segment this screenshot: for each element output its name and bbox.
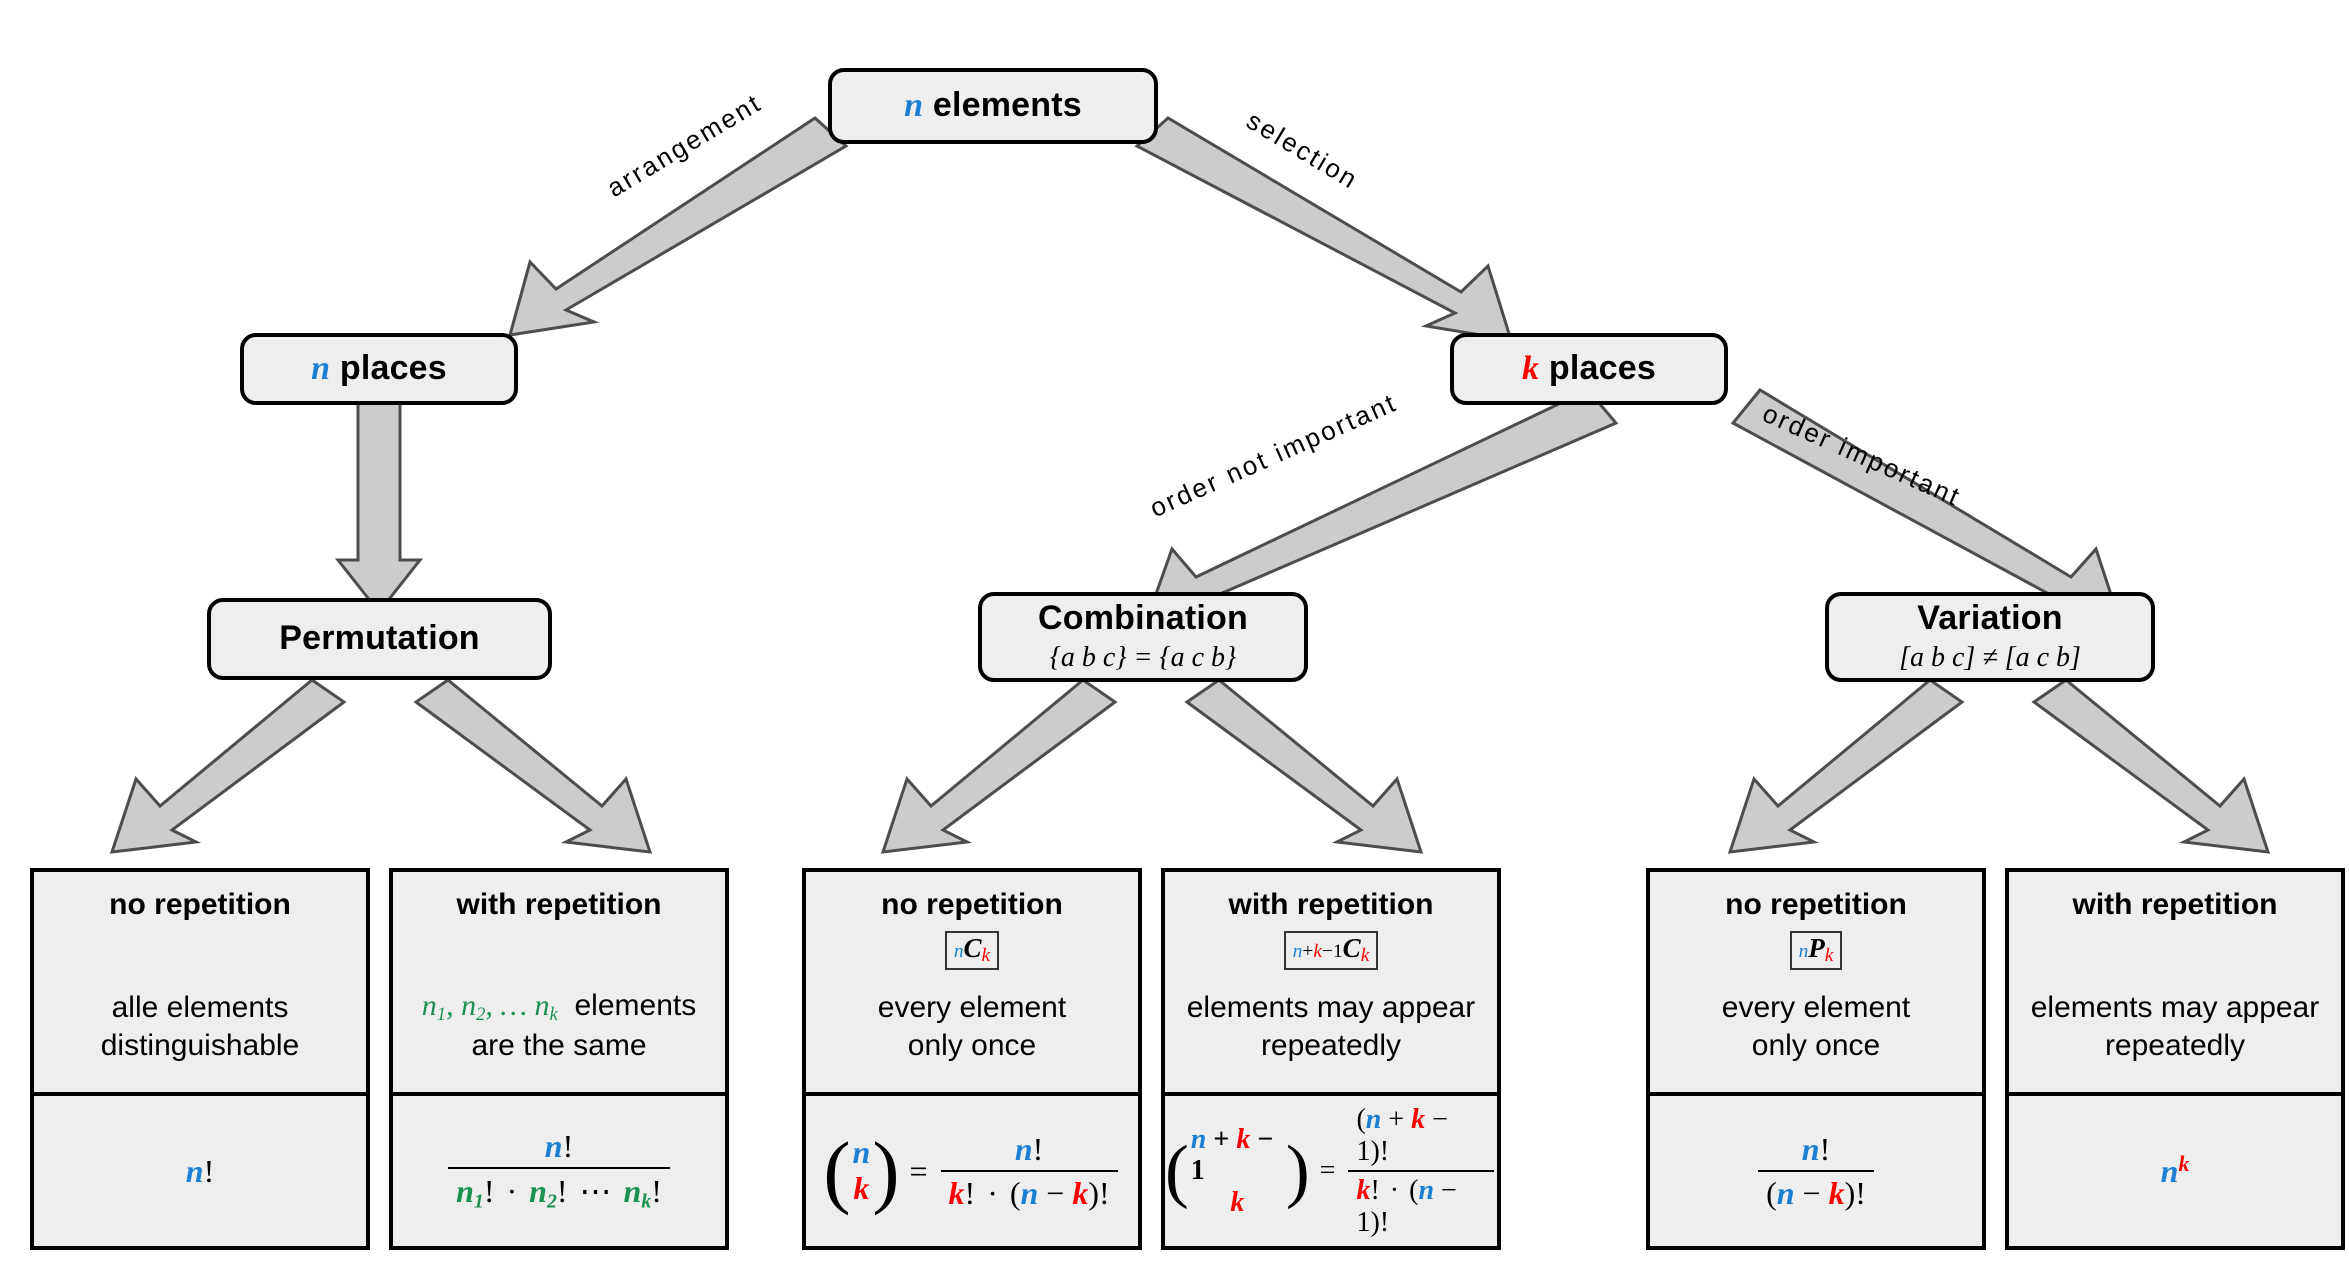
leaf-desc-line1: every element — [877, 991, 1067, 1024]
node-n-places[interactable]: n places — [240, 333, 518, 405]
edge-label-order-not-important: order not important — [1145, 387, 1402, 524]
leaf-formula: n! — [34, 1092, 366, 1246]
leaf-permutation-with-repetition[interactable]: with repetition n1, n2, … nk elements ar… — [389, 868, 729, 1250]
leaf-description: every element only once — [814, 989, 1130, 1064]
leaf-desc-line1: alle elements — [111, 991, 289, 1024]
leaf-description: elements may appear repeatedly — [2017, 989, 2333, 1064]
node-variation-subtitle: [a b c] ≠ [a c b] — [1899, 641, 2081, 673]
leaf-combination-with-repetition[interactable]: with repetition n+k−1Ck elements may app… — [1161, 868, 1501, 1250]
node-combination-title: Combination — [1038, 598, 1248, 637]
node-permutation[interactable]: Permutation — [207, 598, 552, 680]
leaf-upper: no repetition nCk every element only onc… — [806, 872, 1138, 1092]
leaf-desc-line1: elements may appear — [1186, 991, 1476, 1024]
arrow-permutation-left — [109, 678, 347, 854]
leaf-upper: no repetition alle elements distinguisha… — [34, 872, 366, 1092]
leaf-description: n1, n2, … nk elements are the same — [401, 987, 717, 1064]
var-n: n — [311, 350, 331, 388]
leaf-formula: n! (n − k)! — [1650, 1092, 1982, 1246]
leaf-upper: with repetition n+k−1Ck elements may app… — [1165, 872, 1497, 1092]
leaf-notation-npkm1Ck: n+k−1Ck — [1283, 930, 1379, 970]
leaf-head: with repetition — [456, 888, 662, 921]
leaf-upper: with repetition elements may appear repe… — [2009, 872, 2341, 1092]
leaf-combination-no-repetition[interactable]: no repetition nCk every element only onc… — [802, 868, 1142, 1250]
leaf-upper: no repetition nPk every element only onc… — [1650, 872, 1982, 1092]
leaf-formula: ( n + k − 1 k ) = (n + k − 1)! k! · (n −… — [1165, 1092, 1497, 1246]
leaf-desc-line1: elements may appear — [2030, 991, 2320, 1024]
leaf-head: with repetition — [1228, 888, 1434, 921]
node-permutation-title: Permutation — [279, 619, 480, 658]
node-variation[interactable]: Variation [a b c] ≠ [a c b] — [1825, 592, 2155, 682]
leaf-description: every element only once — [1658, 989, 1974, 1064]
leaf-desc-line2: only once — [1751, 1028, 1881, 1062]
edge-label-arrangement: arrangement — [601, 87, 767, 203]
leaf-variation-with-repetition[interactable]: with repetition elements may appear repe… — [2005, 868, 2345, 1250]
node-n-elements-label: n elements — [904, 86, 1082, 125]
leaf-desc-line2: repeatedly — [1260, 1028, 1402, 1062]
node-k-places-text: places — [1539, 349, 1656, 388]
arrow-permutation-right — [413, 678, 653, 854]
leaf-permutation-no-repetition[interactable]: no repetition alle elements distinguisha… — [30, 868, 370, 1250]
node-k-places[interactable]: k places — [1450, 333, 1728, 405]
node-n-elements[interactable]: n elements — [828, 68, 1158, 144]
arrow-variation-right — [2031, 678, 2271, 854]
var-k: k — [1522, 350, 1540, 388]
leaf-head: no repetition — [109, 888, 291, 921]
node-k-places-label: k places — [1522, 349, 1656, 388]
node-variation-title: Variation — [1917, 598, 2063, 637]
leaf-desc-line2: are the same — [471, 1028, 647, 1062]
arrow-combination-left — [880, 678, 1118, 854]
node-combination[interactable]: Combination {a b c} = {a c b} — [978, 592, 1308, 682]
node-n-elements-text: elements — [923, 86, 1082, 125]
var-n: n — [904, 87, 924, 125]
leaf-notation-nPk: nPk — [1789, 930, 1843, 970]
arrow-n-places-to-permutation — [334, 388, 424, 615]
leaf-formula: n! n1! · n2! ⋯ nk! — [393, 1092, 725, 1246]
arrow-order-not-important — [1143, 388, 1619, 624]
leaf-notation-nCk: nCk — [944, 930, 1000, 970]
leaf-description: elements may appear repeatedly — [1173, 989, 1489, 1064]
arrow-variation-left — [1727, 678, 1965, 854]
leaf-desc-line1: every element — [1721, 991, 1911, 1024]
leaf-variation-no-repetition[interactable]: no repetition nPk every element only onc… — [1646, 868, 1986, 1250]
edge-label-selection: selection — [1241, 104, 1365, 196]
leaf-head: no repetition — [881, 888, 1063, 921]
leaf-head: no repetition — [1725, 888, 1907, 921]
leaf-formula: nk — [2009, 1092, 2341, 1246]
node-n-places-label: n places — [311, 349, 447, 388]
binomial-npkm1-choose-k: ( n + k − 1 k ) — [1165, 1123, 1310, 1218]
leaf-upper: with repetition n1, n2, … nk elements ar… — [393, 872, 725, 1092]
node-n-places-text: places — [330, 349, 447, 388]
node-combination-subtitle: {a b c} = {a c b} — [1049, 641, 1237, 673]
leaf-desc-line1: n1, n2, … nk elements — [421, 989, 697, 1026]
arrow-combination-right — [1184, 678, 1424, 854]
leaf-desc-line2: repeatedly — [2104, 1028, 2246, 1062]
leaf-description: alle elements distinguishable — [42, 989, 358, 1064]
leaf-desc-line2: only once — [907, 1028, 1037, 1062]
leaf-desc-line2: distinguishable — [100, 1028, 300, 1062]
edge-label-order-important: order important — [1758, 397, 1966, 513]
leaf-head: with repetition — [2072, 888, 2278, 921]
